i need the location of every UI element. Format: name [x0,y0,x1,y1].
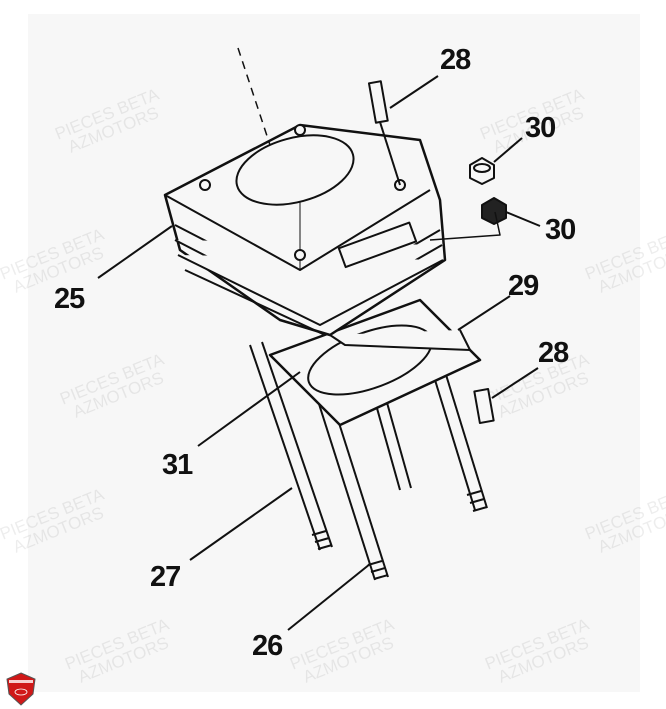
callout-28-bottom: 28 [538,337,569,369]
leader-lines [97,75,541,631]
nut-leader [429,211,501,241]
nut-30-bottom [481,197,507,225]
dowel-28-top [367,80,401,186]
callout-30-top: 30 [525,112,556,144]
cylinder-axis [237,47,271,146]
nut-30-top [469,157,495,185]
callout-25: 25 [54,283,85,315]
azmotors-shield-logo [6,672,36,706]
cylinder-25 [163,123,471,351]
callout-27: 27 [150,561,181,593]
callout-29: 29 [508,270,539,302]
callout-31: 31 [162,449,193,481]
callout-26: 26 [252,630,283,662]
dowel-28-bottom [473,388,495,424]
stud-27 [249,341,333,551]
callout-30-bottom: 30 [545,214,576,246]
callout-28-top: 28 [440,44,471,76]
